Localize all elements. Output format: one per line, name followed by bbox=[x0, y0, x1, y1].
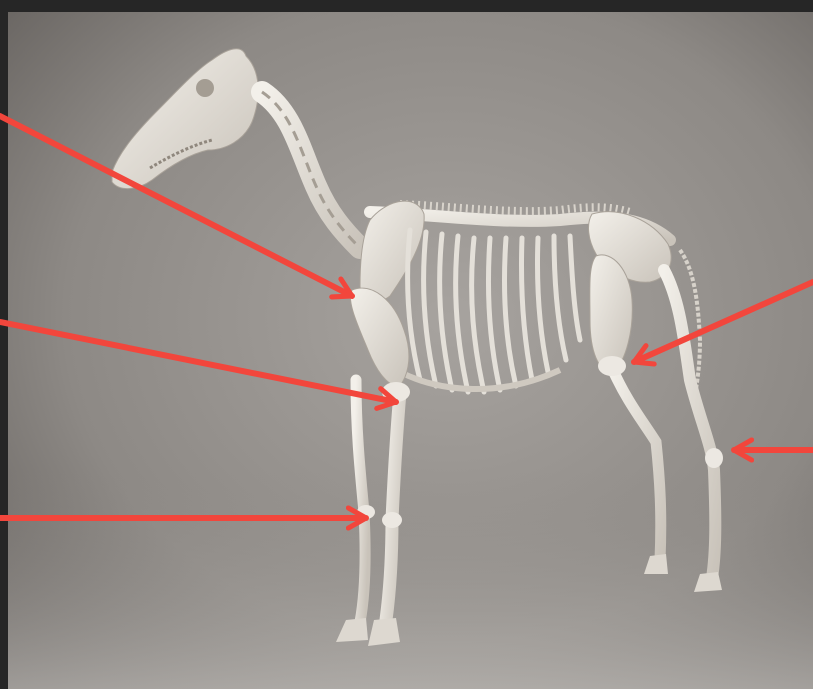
hind-fetlock-joint bbox=[705, 448, 723, 468]
floor-reflection bbox=[8, 470, 813, 689]
hock-joint bbox=[598, 356, 626, 376]
front-fetlock-near bbox=[382, 512, 402, 528]
eye-socket bbox=[196, 79, 214, 97]
